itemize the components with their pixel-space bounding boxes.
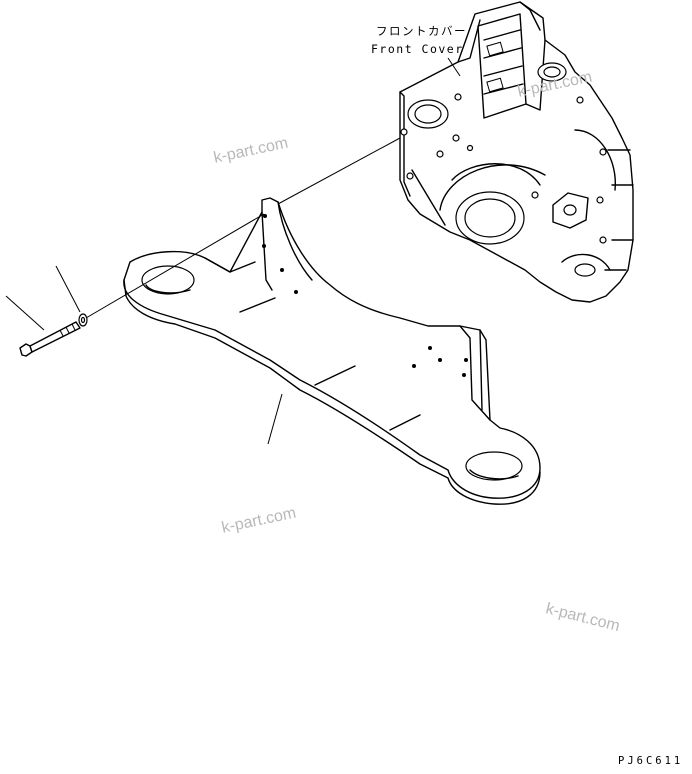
front-cover-label-en: Front Cover [371, 42, 464, 56]
bolt-part [19, 321, 81, 357]
bracket-part [123, 197, 541, 505]
washer-part [78, 313, 88, 327]
assembly-lines [5, 57, 461, 445]
figure-code: PJ6C611 [618, 755, 684, 767]
front-cover-label-jp: フロントカバー [376, 24, 467, 38]
front-cover-part [399, 1, 634, 303]
